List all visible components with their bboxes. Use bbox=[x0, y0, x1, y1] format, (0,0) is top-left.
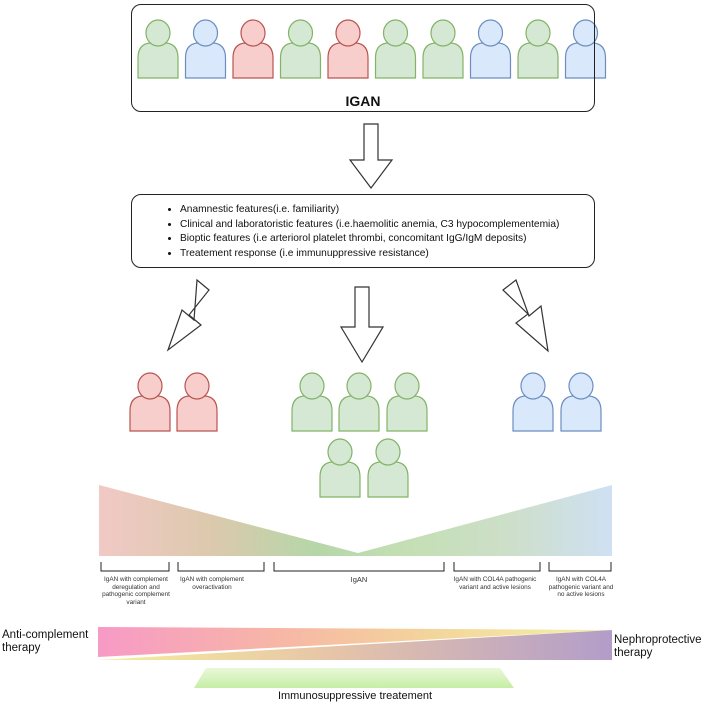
group-igan bbox=[291, 372, 428, 498]
person-icon bbox=[386, 372, 428, 432]
bracket-4 bbox=[453, 562, 541, 572]
group-complement bbox=[129, 372, 218, 432]
person-icon bbox=[137, 19, 179, 79]
person-head bbox=[525, 19, 551, 47]
person-icon bbox=[374, 19, 417, 79]
person-head bbox=[346, 372, 372, 400]
bracket-3 bbox=[273, 562, 445, 572]
bracket-2 bbox=[177, 562, 265, 572]
person-head bbox=[145, 19, 171, 47]
person-head bbox=[520, 372, 546, 400]
bracket-5 bbox=[548, 562, 612, 572]
person-icon bbox=[279, 19, 322, 79]
person-icon bbox=[129, 372, 171, 432]
feature-item: Treatement response (i.e immunuppressive… bbox=[180, 247, 559, 262]
person-icon bbox=[560, 372, 602, 432]
bracket-1 bbox=[100, 562, 170, 572]
person-icon bbox=[512, 372, 554, 432]
person-head bbox=[568, 372, 594, 400]
person-icon bbox=[327, 19, 369, 79]
person-head bbox=[375, 438, 401, 466]
person-icon bbox=[469, 19, 512, 79]
person-head bbox=[394, 372, 420, 400]
person-icon bbox=[232, 19, 274, 79]
person-icon bbox=[319, 438, 361, 498]
person-body bbox=[319, 461, 361, 498]
feature-item: Clinical and laboratoristic features (i.… bbox=[180, 218, 559, 233]
person-body bbox=[176, 395, 218, 432]
feature-item: Bioptic features (i.e arteriorol platele… bbox=[180, 232, 559, 247]
arrow-right-diagonal bbox=[502, 279, 549, 353]
anti-complement-label: Anti-complement therapy bbox=[2, 629, 89, 654]
immunosuppressive-bar bbox=[194, 668, 514, 688]
category-label-2: IgAN with complement overactivation bbox=[180, 576, 244, 591]
person-icon bbox=[367, 438, 409, 498]
features-list: Anamnestic features(i.e. familiarity) Cl… bbox=[132, 203, 559, 261]
category-brackets bbox=[100, 562, 612, 572]
person-body bbox=[367, 461, 409, 498]
person-head bbox=[327, 438, 353, 466]
person-head bbox=[430, 19, 456, 47]
person-icon bbox=[291, 372, 333, 432]
person-body bbox=[560, 395, 602, 432]
person-body bbox=[338, 395, 380, 432]
arrow-center-down bbox=[339, 286, 385, 364]
igan-population-box: IGAN bbox=[131, 4, 595, 112]
person-icon bbox=[338, 372, 380, 432]
person-body bbox=[386, 395, 428, 432]
person-head bbox=[382, 19, 409, 47]
person-head bbox=[192, 19, 219, 47]
nephroprotective-wedge bbox=[98, 630, 612, 660]
person-body bbox=[512, 395, 554, 432]
category-label-1: IgAN with complement deregulation and pa… bbox=[102, 576, 170, 606]
features-box: Anamnestic features(i.e. familiarity) Cl… bbox=[131, 194, 595, 268]
person-icon bbox=[564, 19, 607, 79]
person-icon bbox=[422, 19, 464, 79]
category-label-4: IgAN with COL4A pathogenic variant and a… bbox=[453, 576, 537, 591]
person-icon bbox=[176, 372, 218, 432]
arrow-left-diagonal bbox=[166, 278, 210, 352]
group-col4a bbox=[512, 372, 602, 432]
immunosuppressive-label: Immunosuppressive treatement bbox=[277, 690, 433, 702]
person-icon bbox=[184, 19, 227, 79]
down-arrow-top bbox=[348, 123, 394, 189]
person-body bbox=[129, 395, 171, 432]
feature-item: Anamnestic features(i.e. familiarity) bbox=[180, 203, 559, 218]
category-label-3: IgAN bbox=[350, 575, 368, 584]
category-label-5: IgAN with COL4A pathogenic variant and n… bbox=[548, 576, 614, 599]
person-head bbox=[335, 19, 361, 47]
igan-title: IGAN bbox=[345, 93, 381, 109]
stratification-wedge bbox=[99, 485, 612, 556]
patient-population bbox=[137, 19, 607, 79]
person-head bbox=[240, 19, 266, 47]
person-head bbox=[287, 19, 314, 47]
person-head bbox=[299, 372, 325, 400]
nephroprotective-label: Nephroprotective therapy bbox=[614, 634, 702, 659]
person-head bbox=[137, 372, 163, 400]
person-icon bbox=[517, 19, 559, 79]
person-head bbox=[477, 19, 504, 47]
person-head bbox=[184, 372, 210, 400]
person-head bbox=[572, 19, 599, 47]
person-body bbox=[291, 395, 333, 432]
anti-complement-wedge bbox=[98, 627, 612, 657]
